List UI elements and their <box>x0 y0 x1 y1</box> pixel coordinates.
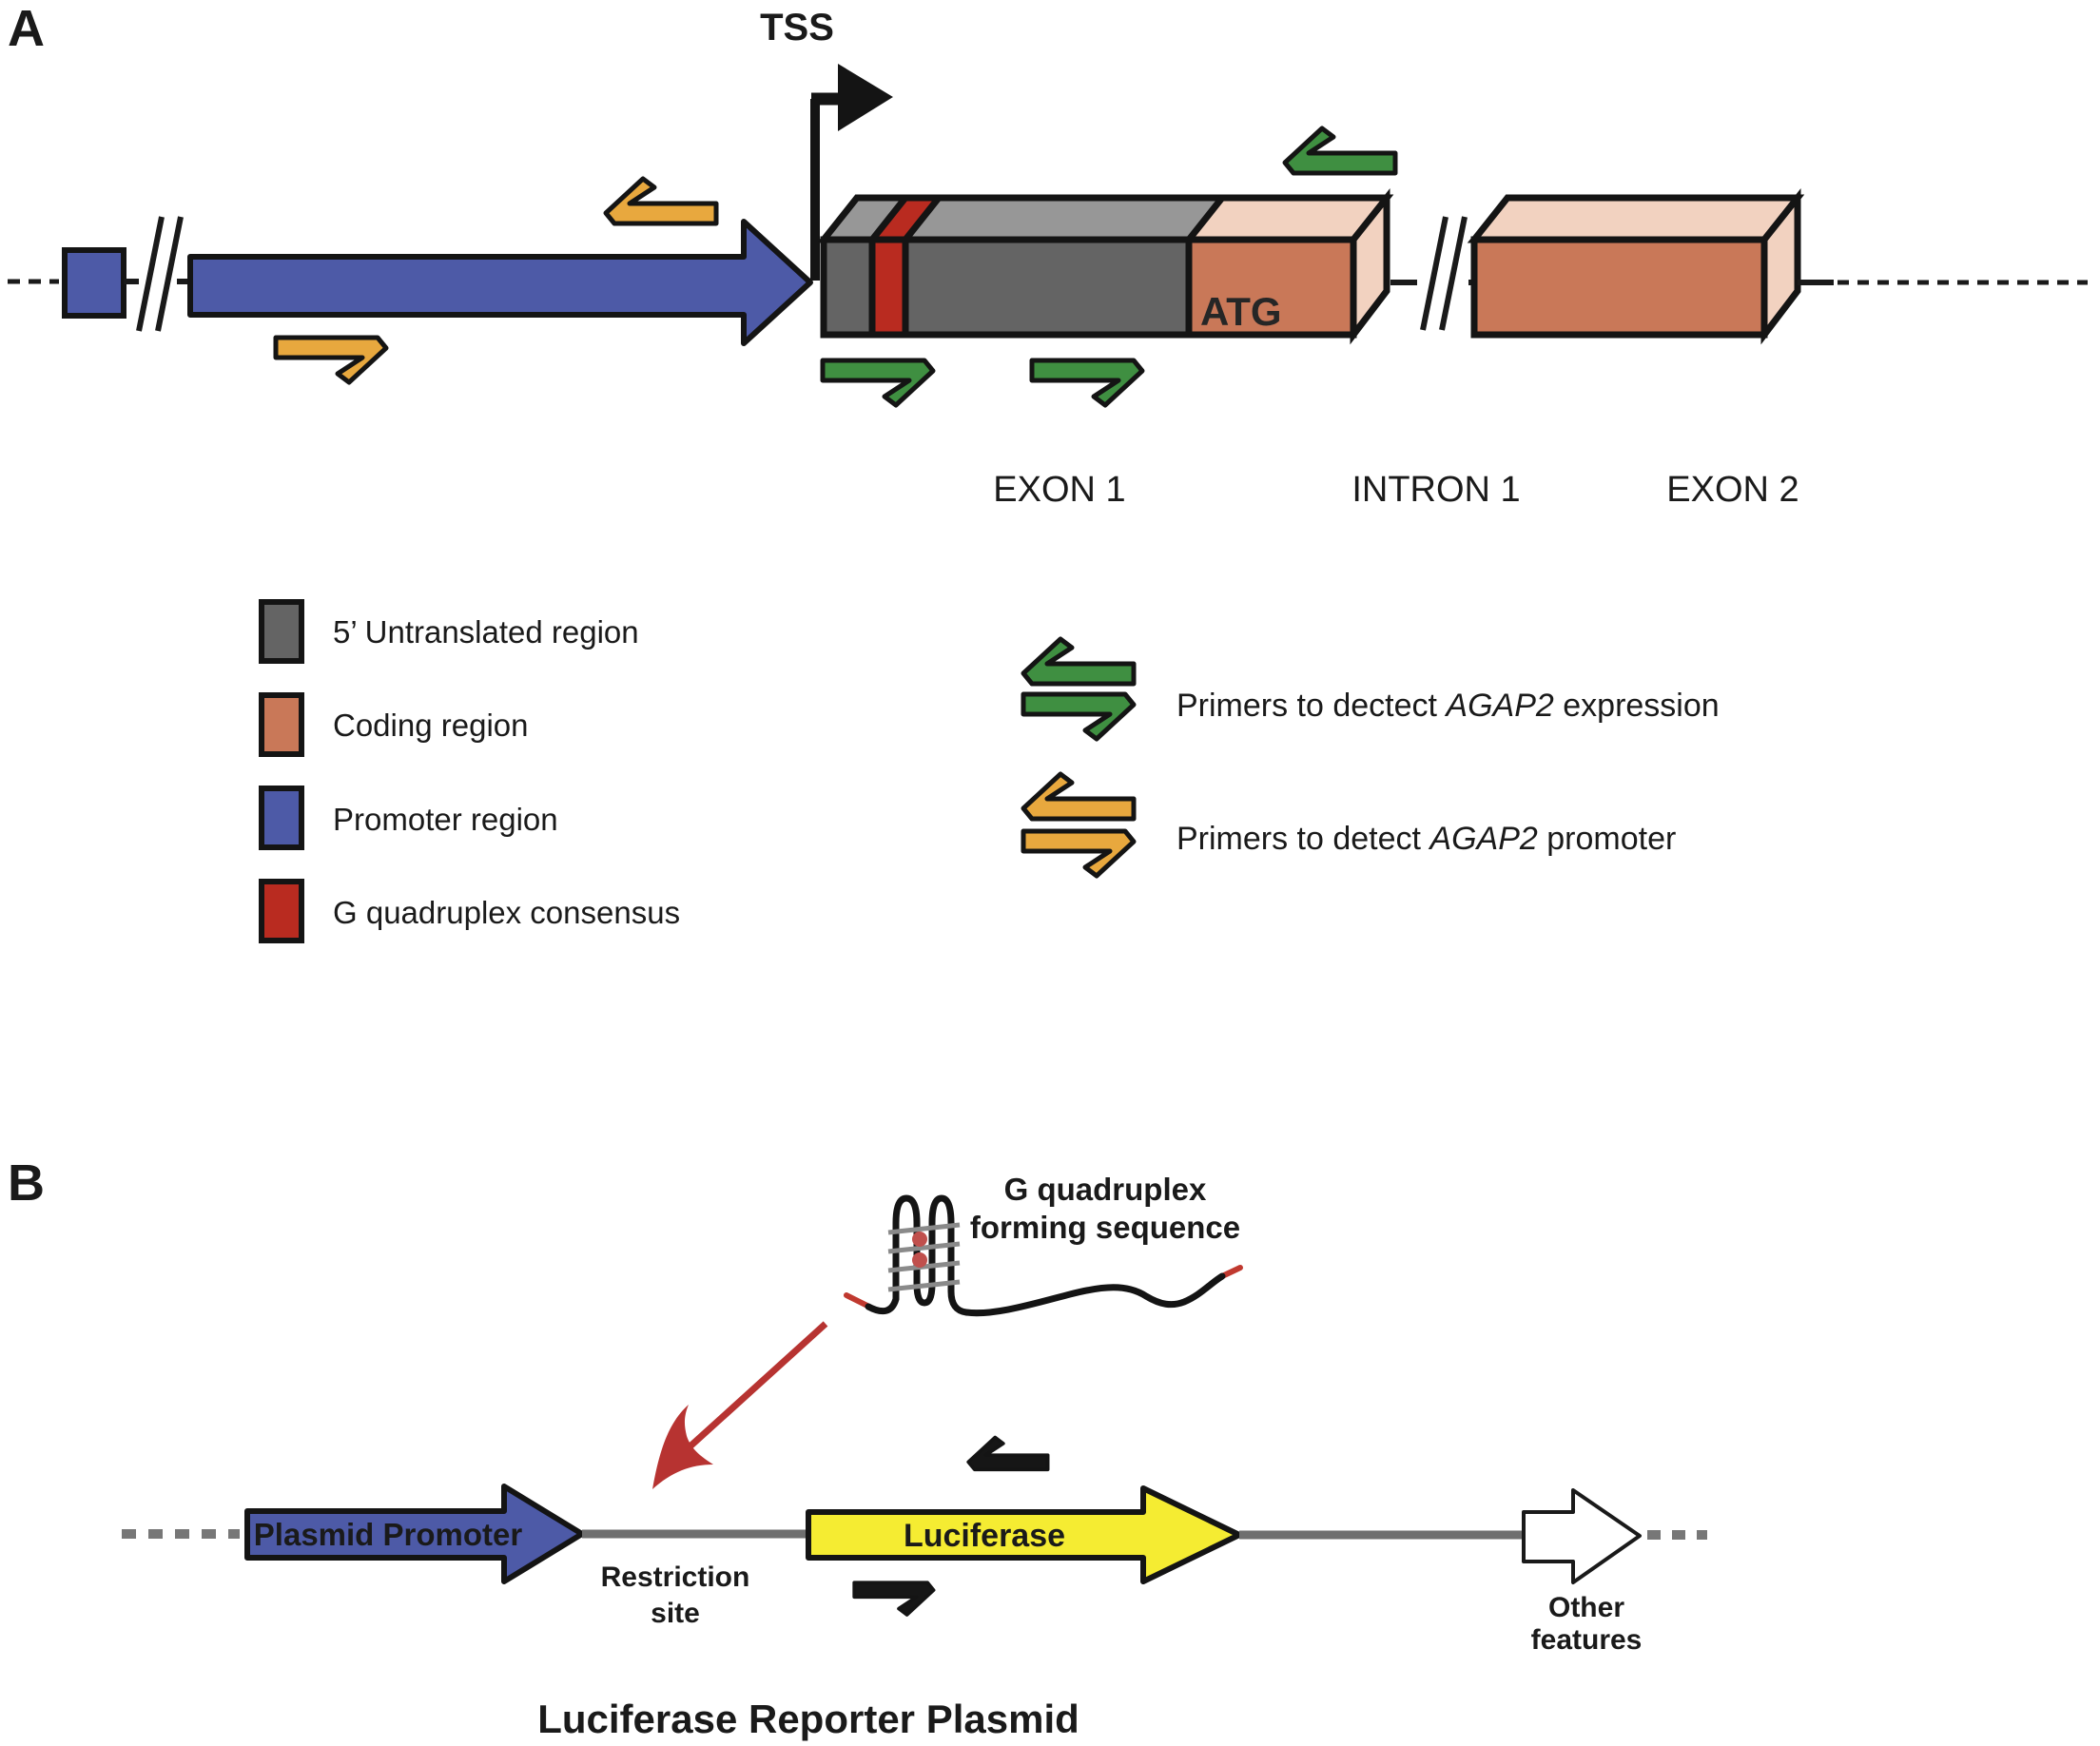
g4-legend-label: G quadruplex consensus <box>333 895 680 930</box>
coding-legend-swatch <box>259 692 304 757</box>
panel-b-label: B <box>8 1154 45 1212</box>
tss-arrow <box>810 64 893 281</box>
tss-label: TSS <box>760 7 834 48</box>
g4-red-tip <box>844 1292 872 1310</box>
exon2-label: EXON 2 <box>1666 470 1799 510</box>
promoter-region-arrow <box>187 219 813 346</box>
exon2-box <box>1467 187 1805 345</box>
restriction-site-label-line2: site <box>651 1598 700 1629</box>
sequence-break-slash <box>155 216 184 332</box>
exon1-box: ATG <box>816 187 1394 345</box>
coding-legend-label: Coding region <box>333 708 528 743</box>
promoter-forward-primer-icon <box>276 338 386 382</box>
other-features-arrow <box>1522 1488 1642 1584</box>
promoter-legend-swatch <box>259 786 304 850</box>
exon2-front-face <box>1470 236 1768 339</box>
orange-reverse-primer-icon <box>1023 774 1134 819</box>
primer-legend: Primers to dectect AGAP2 expression Prim… <box>1023 639 1720 876</box>
plasmid-promoter-arrow <box>244 1484 585 1584</box>
panel-b-title: Luciferase Reporter Plasmid <box>537 1697 1079 1741</box>
exon2-top-face <box>1467 194 1805 243</box>
utr-legend-swatch <box>259 599 304 664</box>
promoter-primer-legend-label: Primers to detect AGAP2 promoter <box>1176 821 1676 857</box>
green-forward-primer-icon <box>1023 694 1134 739</box>
promoter-reverse-primer-icon <box>606 179 716 223</box>
restriction-site-label-line1: Restriction <box>601 1562 750 1593</box>
g4-label-line1: G quadruplex <box>1004 1172 1207 1207</box>
g4-tetrad-rung <box>887 1241 961 1254</box>
panel-a-label: A <box>8 0 45 57</box>
g4-consensus-stripe <box>868 236 909 339</box>
expression-forward-primer-icon <box>1032 360 1142 405</box>
insertion-arrow <box>652 1321 828 1489</box>
g4-dna-strand <box>865 1194 1226 1317</box>
utr-legend-label: 5’ Untranslated region <box>333 614 639 650</box>
other-features-label-line2: features <box>1531 1624 1643 1656</box>
promoter-legend-label: Promoter region <box>333 802 558 837</box>
g4-legend-swatch <box>259 879 304 943</box>
orange-forward-primer-icon <box>1023 831 1134 876</box>
expression-reverse-primer-icon <box>1285 128 1395 173</box>
expression-primer-legend-label: Primers to dectect AGAP2 expression <box>1176 688 1720 724</box>
luciferase-forward-primer-icon <box>852 1581 936 1617</box>
green-reverse-primer-icon <box>1023 639 1134 684</box>
coding-front-face <box>1185 236 1357 339</box>
atg-label: ATG <box>1200 289 1282 334</box>
g4-tetrad-rung <box>887 1260 961 1273</box>
intron1-label: INTRON 1 <box>1351 470 1520 510</box>
g4-red-tip <box>1219 1265 1243 1279</box>
luciferase-arrow <box>806 1485 1242 1584</box>
g-quadruplex-structure <box>844 1194 1243 1317</box>
exon1-label: EXON 1 <box>993 470 1125 510</box>
sequence-break-slash <box>1420 216 1449 331</box>
g4-label-line2: forming sequence <box>970 1210 1240 1245</box>
other-features-label-line1: Other <box>1548 1592 1624 1623</box>
g4-cation-dot <box>912 1252 927 1268</box>
plasmid-promoter-label: Plasmid Promoter <box>254 1517 523 1552</box>
g4-cation-dot <box>912 1232 927 1247</box>
luciferase-label: Luciferase <box>904 1518 1065 1554</box>
panel-a: A TSS ATG <box>8 0 2088 943</box>
g4-tetrad-rung <box>887 1222 961 1235</box>
panel-b: B G quadruplex forming sequence Plasmid … <box>8 1154 1707 1741</box>
color-legend: 5’ Untranslated region Coding region Pro… <box>259 599 680 943</box>
expression-forward-primer-icon <box>823 360 933 405</box>
sequence-break-slash <box>1439 216 1468 331</box>
sequence-break-slash <box>136 216 165 332</box>
g4-tetrad-rung <box>887 1279 961 1292</box>
luciferase-reverse-primer-icon <box>966 1435 1050 1472</box>
upstream-promoter-box <box>62 247 126 319</box>
